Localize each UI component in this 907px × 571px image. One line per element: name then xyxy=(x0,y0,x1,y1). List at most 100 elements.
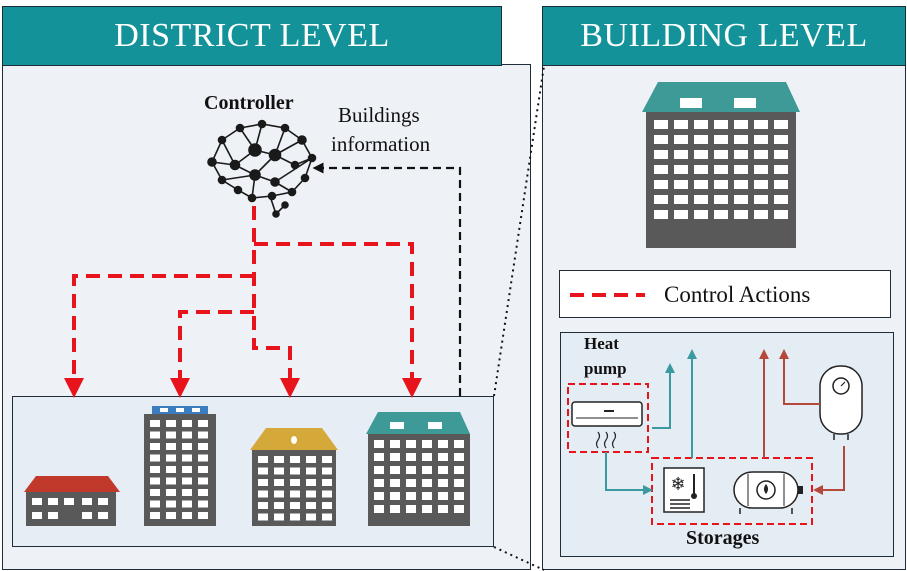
window xyxy=(714,180,728,189)
window xyxy=(774,180,788,189)
window xyxy=(258,479,268,486)
window xyxy=(198,431,208,439)
window xyxy=(322,479,332,486)
building-header: BUILDING LEVEL xyxy=(542,6,906,66)
window xyxy=(734,135,748,144)
window xyxy=(714,165,728,174)
window xyxy=(654,210,668,219)
small-house-icon xyxy=(24,476,120,526)
window xyxy=(166,443,176,450)
window xyxy=(290,479,300,486)
window xyxy=(274,490,284,498)
window xyxy=(406,479,416,487)
window xyxy=(438,492,448,500)
window xyxy=(422,505,432,513)
heat-pump-label-line1: Heat xyxy=(584,334,619,353)
window xyxy=(654,165,668,174)
window xyxy=(422,453,432,461)
window xyxy=(714,120,728,129)
window xyxy=(322,467,332,475)
window xyxy=(198,489,208,496)
window xyxy=(674,195,688,204)
window xyxy=(390,505,400,513)
window xyxy=(274,502,284,509)
window xyxy=(274,467,284,475)
window xyxy=(258,513,268,521)
window xyxy=(774,165,788,174)
window xyxy=(438,479,448,487)
window xyxy=(438,453,448,461)
window xyxy=(654,135,668,144)
window xyxy=(694,150,708,159)
window xyxy=(166,420,176,427)
battery-tank-icon xyxy=(733,471,803,514)
window xyxy=(274,513,284,521)
window xyxy=(438,505,448,513)
window xyxy=(694,210,708,219)
window xyxy=(322,456,332,463)
window xyxy=(390,440,400,448)
window xyxy=(454,466,464,474)
window xyxy=(166,500,176,508)
window xyxy=(258,467,268,475)
window xyxy=(774,135,788,144)
window xyxy=(734,180,748,189)
window xyxy=(674,180,688,189)
window xyxy=(198,500,208,508)
window xyxy=(406,466,416,474)
gold-roof-building-icon xyxy=(250,428,338,526)
window xyxy=(422,440,432,448)
window xyxy=(166,466,176,473)
window xyxy=(406,505,416,513)
window xyxy=(150,420,160,427)
window xyxy=(390,479,400,487)
window xyxy=(674,120,688,129)
window xyxy=(774,120,788,129)
window xyxy=(306,513,316,521)
window xyxy=(182,454,192,462)
window xyxy=(306,479,316,486)
window xyxy=(166,512,176,519)
window xyxy=(182,443,192,450)
window xyxy=(182,431,192,439)
window xyxy=(290,513,300,521)
teal-roof-building-icon xyxy=(366,412,470,526)
window xyxy=(674,165,688,174)
window xyxy=(438,440,448,448)
window xyxy=(406,492,416,500)
window xyxy=(166,454,176,462)
window xyxy=(754,150,768,159)
window xyxy=(182,420,192,427)
window xyxy=(390,492,400,500)
hot-water-flow-arrows xyxy=(759,349,845,495)
info-label-line2: information xyxy=(331,132,431,156)
window xyxy=(198,477,208,485)
window xyxy=(754,165,768,174)
window xyxy=(166,477,176,485)
tall-building-icon xyxy=(144,406,216,526)
window xyxy=(322,513,332,521)
window xyxy=(454,453,464,461)
legend-label: Control Actions xyxy=(664,282,811,307)
air-conditioner-icon xyxy=(571,401,643,449)
water-heater-icon xyxy=(819,365,863,440)
window xyxy=(714,210,728,219)
district-header: DISTRICT LEVEL xyxy=(2,6,502,66)
window xyxy=(182,466,192,473)
window xyxy=(674,210,688,219)
window xyxy=(734,195,748,204)
window xyxy=(322,502,332,509)
window xyxy=(674,135,688,144)
window xyxy=(654,120,668,129)
zoom-lines xyxy=(493,65,545,571)
window xyxy=(322,490,332,498)
svg-text:❄: ❄ xyxy=(670,474,685,495)
window xyxy=(406,453,416,461)
heat-pump-label-line2: pump xyxy=(584,359,627,378)
window xyxy=(754,195,768,204)
window xyxy=(390,466,400,474)
window xyxy=(374,440,384,448)
window xyxy=(754,180,768,189)
window xyxy=(438,466,448,474)
